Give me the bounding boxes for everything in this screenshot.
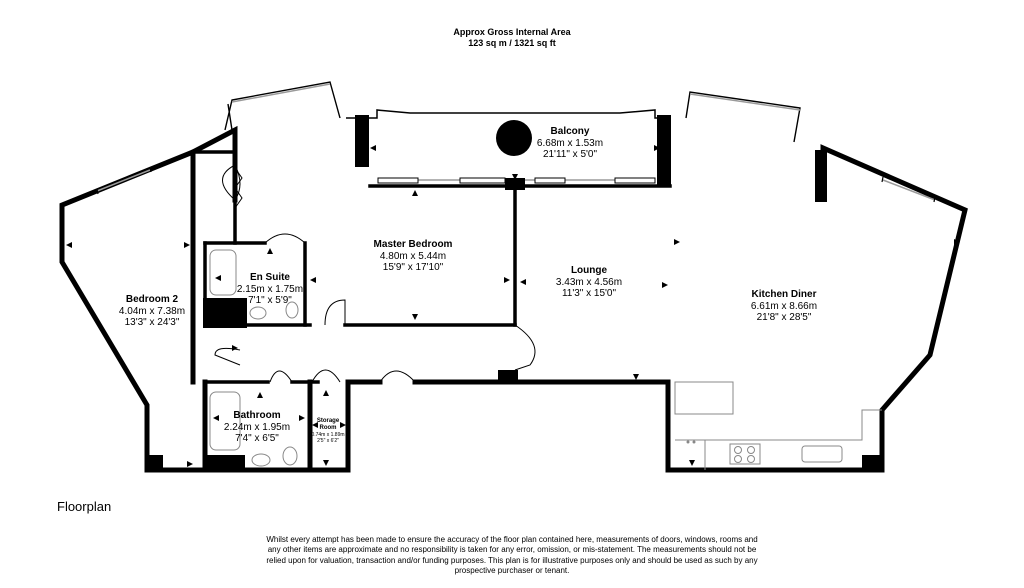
bathroom-name: Bathroom bbox=[233, 410, 280, 421]
bedroom2-metric: 4.04m x 7.38m bbox=[119, 306, 185, 317]
door-swings bbox=[214, 164, 536, 383]
lounge-imperial: 11'3" x 15'0" bbox=[562, 288, 617, 299]
balcony-imperial: 21'11" x 5'0" bbox=[543, 149, 598, 160]
area-title: Approx Gross Internal Area bbox=[453, 27, 571, 37]
kitchen-diner-metric: 6.61m x 8.66m bbox=[751, 301, 817, 312]
area-figure: 123 sq m / 1321 sq ft bbox=[468, 38, 556, 48]
storage-name-line1: Storage bbox=[317, 418, 340, 424]
balcony-piers bbox=[355, 115, 827, 202]
master-bedroom-imperial: 15'9" x 17'10" bbox=[383, 262, 444, 273]
bay-windows bbox=[224, 81, 801, 143]
wall-blocks bbox=[147, 178, 884, 472]
balcony-name: Balcony bbox=[551, 126, 590, 137]
master-bedroom-metric: 4.80m x 5.44m bbox=[380, 251, 446, 262]
lounge-name: Lounge bbox=[571, 265, 608, 276]
bathroom-fixtures bbox=[209, 249, 299, 467]
disclaimer-line: any other items are approximate and no r… bbox=[267, 545, 757, 555]
master-bedroom-name: Master Bedroom bbox=[374, 239, 453, 250]
disclaimer-line: prospective purchaser or tenant. bbox=[454, 566, 570, 576]
balcony-outline bbox=[346, 109, 670, 119]
balcony-metric: 6.68m x 1.53m bbox=[537, 138, 603, 149]
hob-rings bbox=[734, 446, 755, 463]
dimension-arrows bbox=[66, 122, 960, 467]
disclaimer-line: Whilst every attempt has been made to en… bbox=[266, 535, 758, 544]
bedroom2-imperial: 13'3" x 24'3" bbox=[125, 317, 180, 328]
disclaimer-line: relied upon for valuation, transaction a… bbox=[266, 555, 758, 565]
appliance-dots bbox=[686, 440, 696, 444]
bedroom2-name: Bedroom 2 bbox=[126, 294, 179, 305]
bathroom-imperial: 7'4" x 6'5" bbox=[235, 433, 279, 444]
disclaimer: Whilst every attempt has been made to en… bbox=[252, 535, 772, 577]
kitchen-diner-imperial: 21'8" x 28'5" bbox=[757, 312, 812, 323]
storage-name-line2: Room bbox=[320, 425, 337, 431]
bathroom-metric: 2.24m x 1.95m bbox=[224, 422, 290, 433]
lounge-metric: 3.43m x 4.56m bbox=[556, 277, 622, 288]
balcony-doors bbox=[377, 177, 656, 184]
en-suite-metric: 2.15m x 1.75m bbox=[237, 284, 303, 295]
balcony-column bbox=[496, 120, 532, 156]
floorplan-label: Floorplan bbox=[57, 499, 112, 514]
kitchen-fixtures bbox=[674, 381, 882, 470]
en-suite-name: En Suite bbox=[250, 272, 290, 283]
storage-metric: 0.74m x 1.89m bbox=[311, 432, 344, 438]
storage-imperial: 2'5" x 6'2" bbox=[317, 438, 339, 444]
window-ticks bbox=[96, 166, 936, 203]
wardrobe-doors bbox=[234, 167, 243, 209]
room-labels: Balcony 6.68m x 1.53m 21'11" x 5'0" Mast… bbox=[119, 126, 817, 444]
kitchen-diner-name: Kitchen Diner bbox=[751, 289, 816, 300]
en-suite-imperial: 7'1" x 5'9" bbox=[248, 295, 292, 306]
